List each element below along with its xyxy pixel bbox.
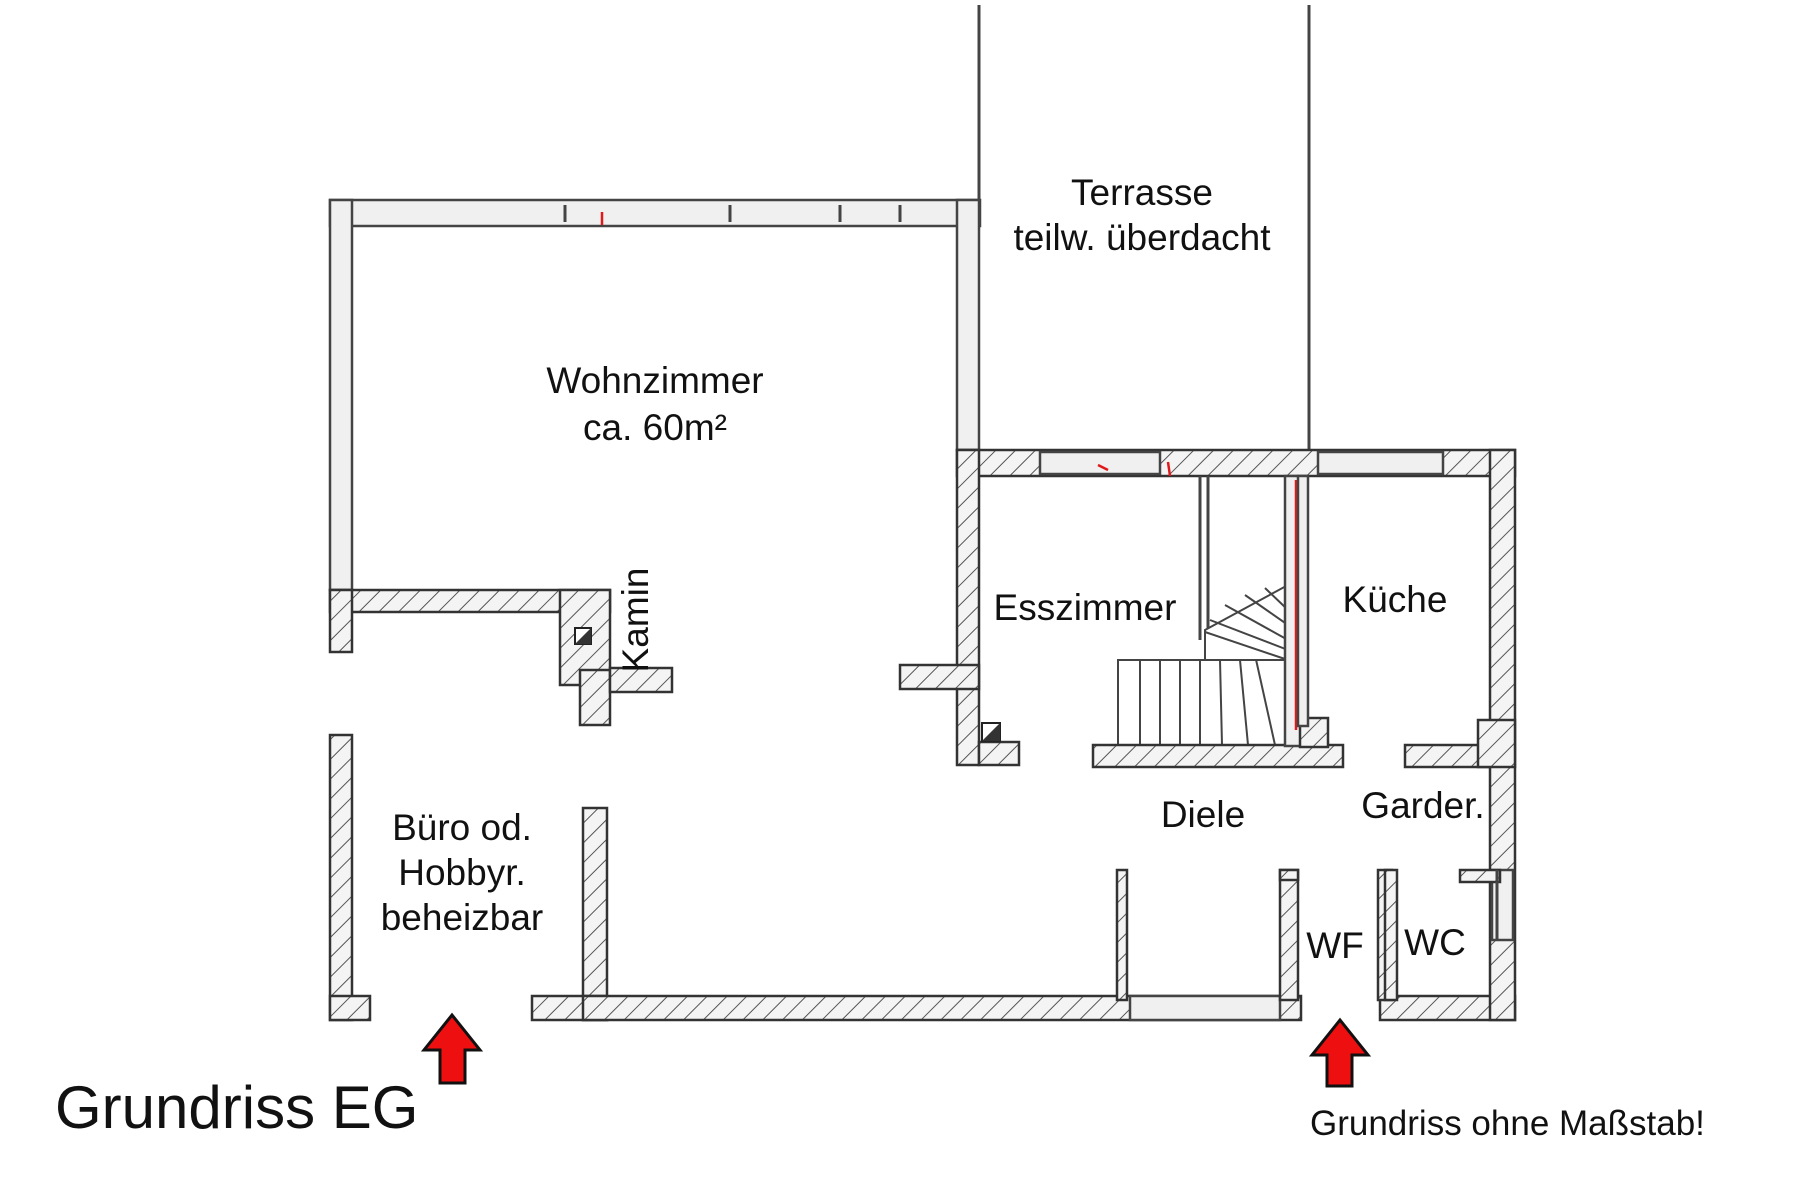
esszimmer-column-fill (982, 723, 1000, 741)
window-marks-top (563, 205, 902, 222)
wall-wohnzimmer-right (955, 198, 981, 452)
label-terrasse: Terrasse (1071, 172, 1213, 213)
wall-wf-left-top (1278, 868, 1300, 882)
wall-wc-left (1383, 868, 1399, 1002)
label-hobbyraum: Hobbyr. (398, 852, 526, 893)
window-bottom-diele (1128, 994, 1282, 1022)
window-top-essen (1038, 450, 1162, 476)
wall-stair-bottom (1091, 743, 1345, 769)
label-esszimmer: Esszimmer (994, 587, 1177, 628)
label-buero: Büro od. (392, 807, 532, 848)
entrance-arrow-right (1308, 1017, 1372, 1088)
scale-note: Grundriss ohne Maßstab! (1310, 1104, 1705, 1143)
wall-wf-left (1278, 868, 1300, 1002)
label-diele: Diele (1161, 794, 1245, 835)
label-terrasse-sub: teilw. überdacht (1013, 217, 1271, 258)
label-beheizbar: beheizbar (381, 897, 544, 938)
label-kueche: Küche (1343, 579, 1448, 620)
wall-left-upper-stub (328, 588, 354, 654)
red-mark-3 (1166, 461, 1172, 477)
label-wohnzimmer: Wohnzimmer (546, 360, 763, 401)
wall-wohnzimmer-left (328, 198, 354, 592)
window-top-kueche (1316, 450, 1445, 476)
wall-buero-right (581, 806, 609, 1022)
wall-esszimmer-left (955, 448, 981, 767)
wall-kamin-arm (608, 666, 674, 694)
wall-diele-left-stub (1115, 868, 1129, 1002)
wall-kueche-left (1296, 474, 1310, 728)
label-wc: WC (1404, 922, 1466, 963)
entrance-arrow-left (420, 1012, 484, 1085)
chimney-fill (575, 628, 591, 644)
wall-wc-top (1458, 868, 1502, 884)
wall-wohnzimmer-top (328, 198, 982, 228)
label-garderobe: Garder. (1361, 785, 1484, 826)
wall-esszimmer-stub (898, 663, 981, 691)
wall-buero-bottom-left (328, 994, 372, 1022)
plan-title: Grundriss EG (55, 1074, 418, 1141)
wall-garder-right (1476, 718, 1517, 769)
label-kamin: Kamin (615, 568, 656, 673)
wall-kamin-stem (578, 668, 612, 727)
wall-esszimmer-bottom (977, 740, 1021, 767)
red-mark-2 (1097, 463, 1109, 472)
wall-buero-left (328, 733, 354, 1022)
label-wohnzimmer-area: ca. 60m² (583, 407, 727, 448)
label-wf: WF (1306, 925, 1364, 966)
